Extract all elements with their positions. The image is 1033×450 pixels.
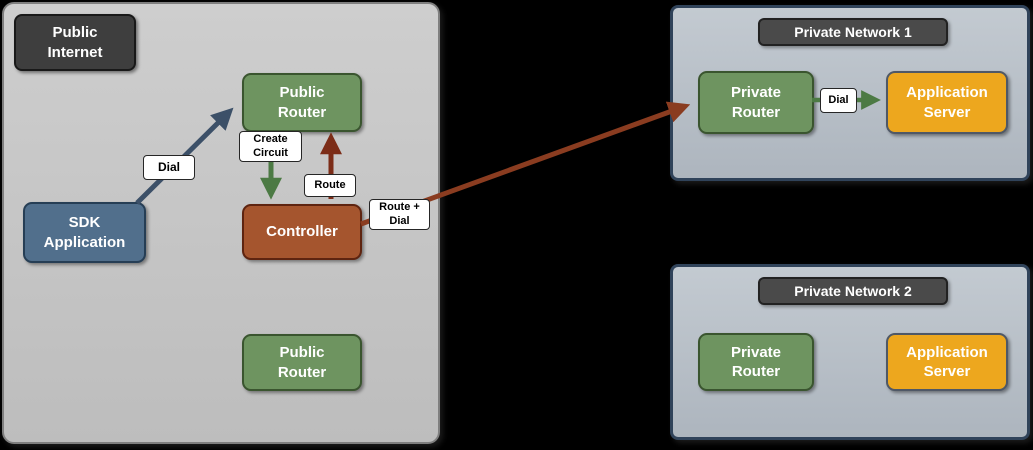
edge-label-create-circuit: Create Circuit: [239, 131, 302, 162]
private-network-2-panel: Private Network 2 Private Router Applica…: [670, 264, 1030, 440]
edge-label-dial: Dial: [143, 155, 195, 180]
node-sdk-application: SDK Application: [23, 202, 146, 263]
node-private-router-1: Private Router: [698, 71, 814, 134]
public-internet-title: Public Internet: [14, 14, 136, 71]
private-network-2-title: Private Network 2: [758, 277, 948, 305]
edge-label-route-plus-dial: Route + Dial: [369, 199, 430, 230]
node-application-server-2: Application Server: [886, 333, 1008, 391]
node-private-router-2: Private Router: [698, 333, 814, 391]
node-public-router-bottom: Public Router: [242, 334, 362, 391]
edge-label-private-dial: Dial: [820, 88, 857, 113]
node-public-router-top: Public Router: [242, 73, 362, 132]
private-network-1-panel: Private Network 1 Private Router Applica…: [670, 5, 1030, 181]
node-application-server-1: Application Server: [886, 71, 1008, 134]
edge-label-route: Route: [304, 174, 356, 197]
node-controller: Controller: [242, 204, 362, 260]
private-network-1-title: Private Network 1: [758, 18, 948, 46]
